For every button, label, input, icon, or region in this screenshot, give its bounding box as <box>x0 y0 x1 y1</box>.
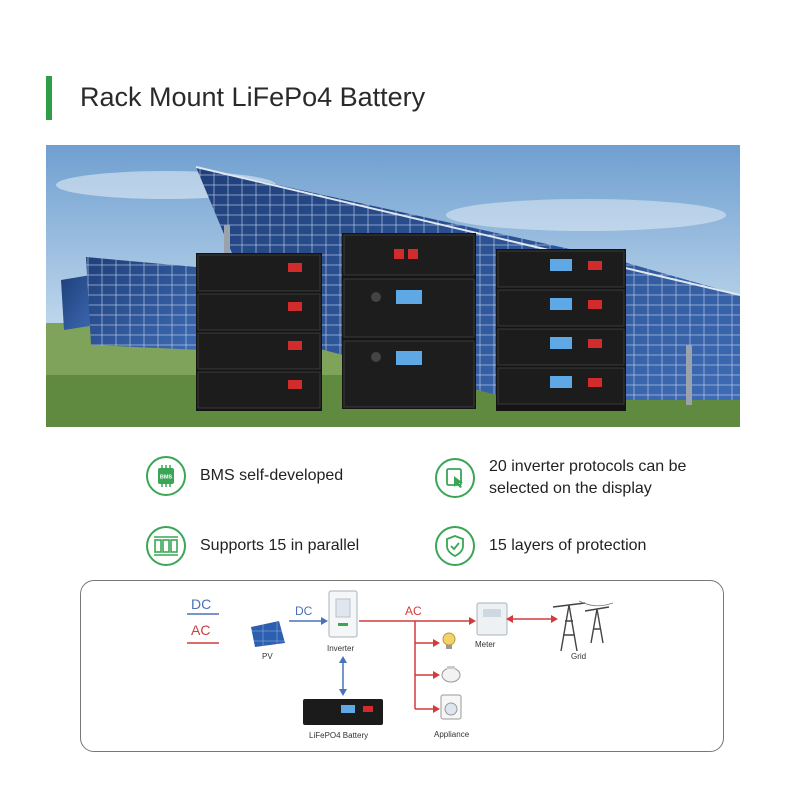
shield-check-icon <box>435 526 475 566</box>
feature-text: BMS self-developed <box>200 467 344 484</box>
bms-chip-icon: BMS <box>146 456 186 496</box>
feature-text: 20 inverter protocols can be selected on… <box>489 458 687 497</box>
feature-text: 15 layers of protection <box>489 537 647 554</box>
grid-tower-icon <box>552 600 614 652</box>
battery-stack-center <box>342 233 476 409</box>
battery-stack-left <box>196 253 322 411</box>
title-accent-bar <box>46 76 52 120</box>
feature-protection: 15 layers of protection <box>435 526 646 566</box>
feature-parallel: Supports 15 in parallel <box>146 526 359 566</box>
appliance-label: Appliance <box>434 730 470 739</box>
system-diagram: DC AC PV DC Inverter AC <box>80 580 724 752</box>
pv-panel-icon <box>251 621 285 647</box>
battery-icon <box>303 699 383 725</box>
page-title: Rack Mount LiFePo4 Battery <box>80 82 426 112</box>
ac-flow-label: AC <box>405 604 422 618</box>
legend-dc-label: DC <box>191 596 211 612</box>
bms-chip-label: BMS <box>160 475 173 481</box>
feature-text: Supports 15 in parallel <box>200 537 360 554</box>
pv-label: PV <box>262 652 273 661</box>
washing-machine-icon <box>440 694 462 720</box>
far-solar-panels <box>61 257 201 350</box>
meter-label: Meter <box>475 640 496 649</box>
hero-product-image <box>46 145 740 427</box>
rice-cooker-icon <box>441 666 461 683</box>
feature-bms: BMS BMS self-developed <box>146 456 343 496</box>
battery-label: LiFePO4 Battery <box>309 731 368 740</box>
parallel-batteries-icon <box>146 526 186 566</box>
light-bulb-icon <box>442 632 456 649</box>
dc-flow-label: DC <box>295 604 313 618</box>
inverter-label: Inverter <box>327 644 354 653</box>
legend-ac-label: AC <box>191 622 210 638</box>
grid-label: Grid <box>571 652 586 661</box>
dc-arrow-head <box>321 617 328 625</box>
meter-icon <box>476 602 508 636</box>
inverter-icon <box>328 590 358 638</box>
feature-inverter-protocols: 20 inverter protocols can be selected on… <box>435 456 735 500</box>
touch-display-icon <box>435 458 475 498</box>
battery-stack-right <box>496 249 626 411</box>
